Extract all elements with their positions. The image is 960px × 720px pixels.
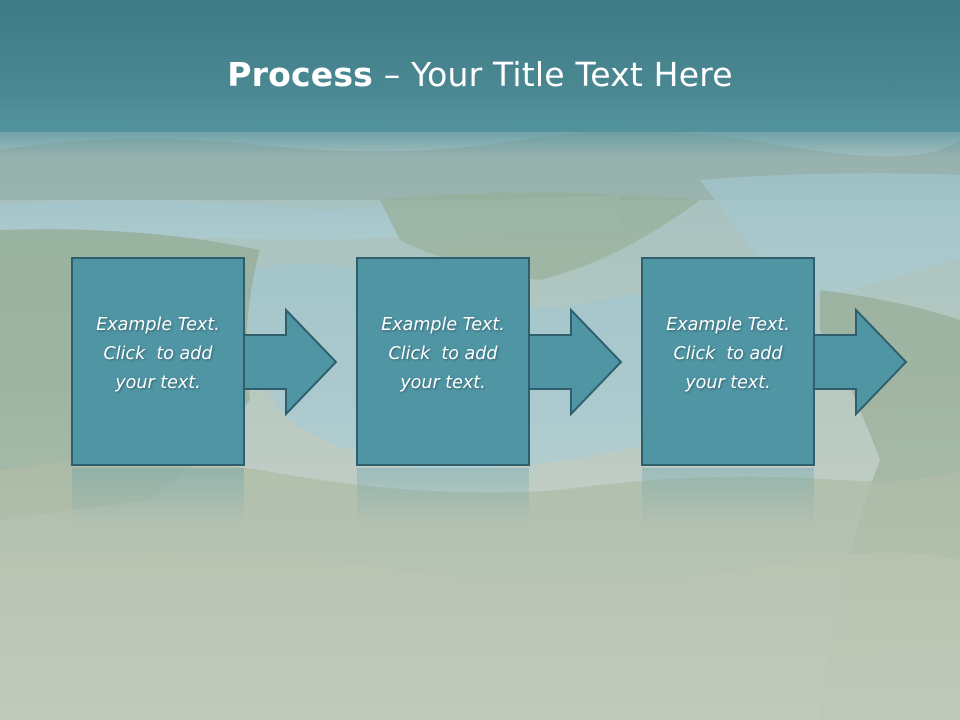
step-1-arrow[interactable] (243, 307, 338, 417)
step-3-line-2: Click to add (673, 344, 783, 364)
process-step-2[interactable] (356, 257, 623, 528)
step-3-box[interactable] (641, 257, 815, 466)
step-1-reflection (72, 468, 244, 528)
page-title[interactable]: Process – Your Title Text Here (0, 54, 960, 96)
step-1-box[interactable] (71, 257, 245, 466)
step-1-line-2: Click to add (103, 344, 213, 364)
process-step-3[interactable] (641, 257, 908, 528)
step-2-reflection (357, 468, 529, 528)
step-3-text[interactable]: Example Text. Click to add your text. (642, 311, 814, 398)
step-1-text[interactable]: Example Text. Click to add your text. (72, 311, 244, 398)
step-2-line-3: your text. (400, 373, 486, 393)
step-2-arrow[interactable] (528, 307, 623, 417)
step-1-line-1: Example Text. (96, 315, 220, 335)
process-step-1[interactable] (71, 257, 338, 528)
step-2-text[interactable]: Example Text. Click to add your text. (357, 311, 529, 398)
title-rest-text: – Your Title Text Here (373, 55, 733, 94)
title-band-fade (0, 118, 960, 158)
step-3-line-3: your text. (685, 373, 771, 393)
step-2-line-1: Example Text. (381, 315, 505, 335)
step-3-line-1: Example Text. (666, 315, 790, 335)
title-bold-text: Process (227, 55, 374, 94)
step-3-arrow[interactable] (813, 307, 908, 417)
step-3-reflection (642, 468, 814, 528)
title-band (0, 0, 960, 132)
step-2-box[interactable] (356, 257, 530, 466)
step-1-line-3: your text. (115, 373, 201, 393)
step-2-line-2: Click to add (388, 344, 498, 364)
